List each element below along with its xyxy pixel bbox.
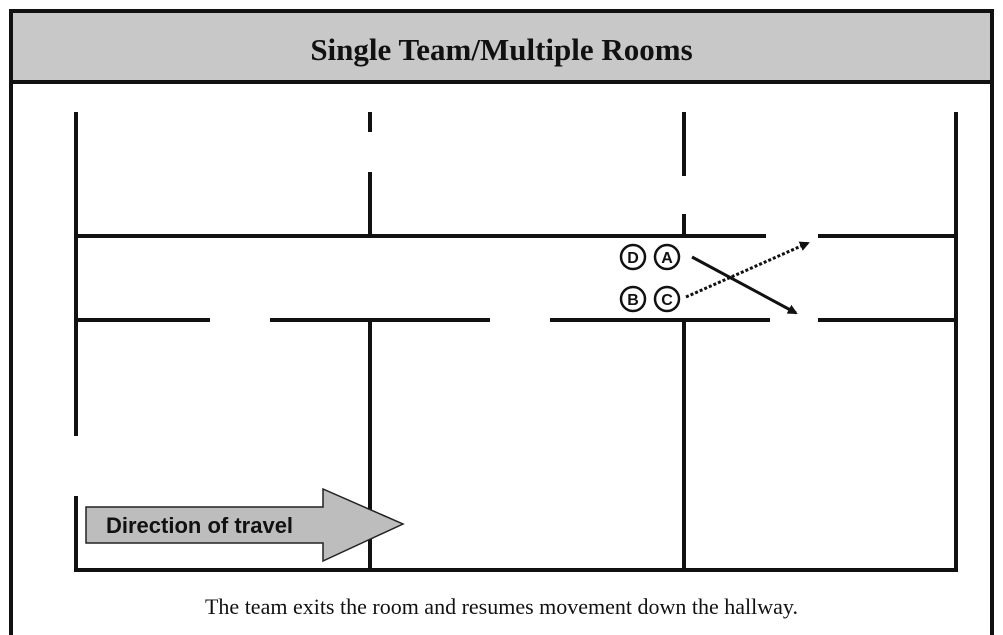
team-member-c-marker: C	[653, 285, 681, 313]
team-member-a-marker: A	[653, 243, 681, 271]
team-member-b-marker: B	[619, 285, 647, 313]
team-member-d-marker: D	[619, 243, 647, 271]
diagram-caption: The team exits the room and resumes move…	[204, 594, 799, 619]
title-bar: Single Team/Multiple Rooms	[9, 9, 994, 84]
team-member-a-label: A	[661, 250, 673, 267]
direction-arrow-shape	[85, 487, 405, 563]
team-member-c-label: C	[661, 292, 673, 309]
direction-of-travel-label: Direction of travel	[106, 513, 293, 538]
movement-arrow-solid	[691, 255, 798, 315]
diagram-title: Single Team/Multiple Rooms	[310, 32, 693, 67]
movement-arrow-dotted	[685, 241, 810, 299]
direction-of-travel-arrow: Direction of travel	[85, 487, 405, 563]
team-member-b-label: B	[627, 292, 639, 309]
team-member-d-label: D	[627, 250, 639, 267]
